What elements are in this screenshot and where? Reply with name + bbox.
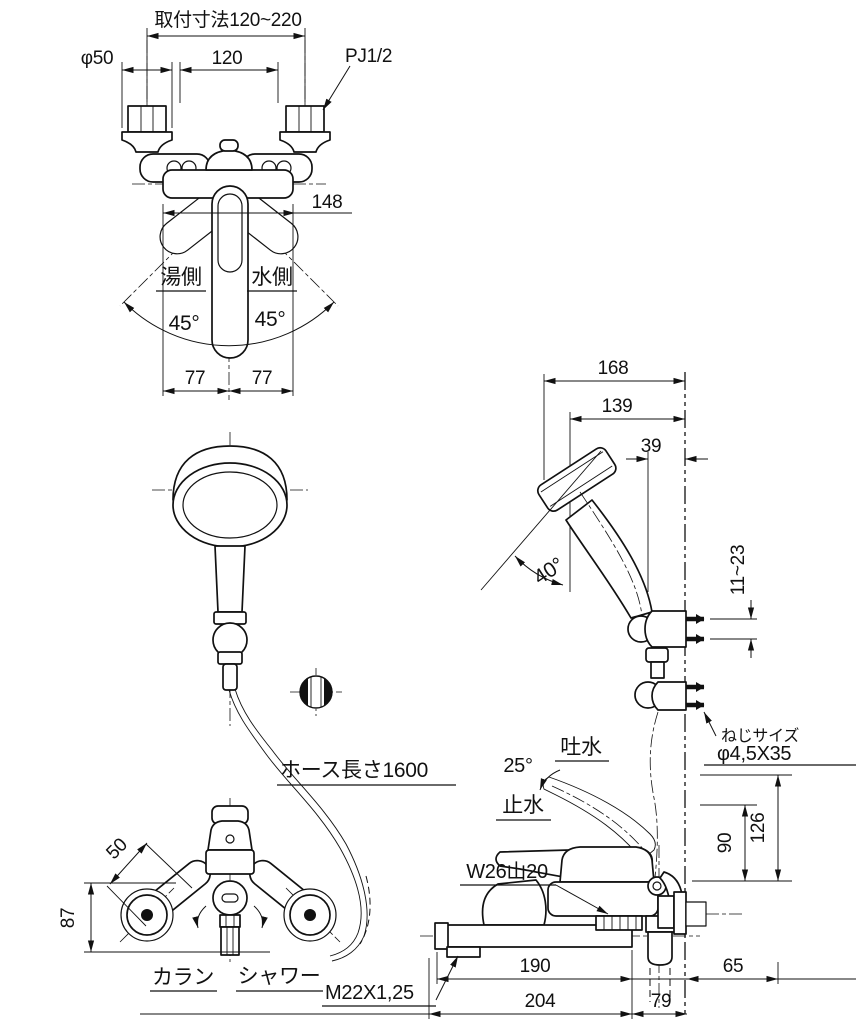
front-view-upper: 取付寸法120~220 φ50 120 PJ1/2 148 湯側 水側 45° … bbox=[81, 9, 392, 400]
label-close: 止水 bbox=[502, 794, 544, 817]
spout-boss bbox=[481, 879, 547, 926]
hook-bracket bbox=[651, 681, 687, 711]
rotate-arrow-left bbox=[192, 905, 207, 929]
spout-tip bbox=[434, 922, 449, 950]
left-flange bbox=[121, 131, 173, 153]
hose-phantom bbox=[359, 875, 371, 945]
shower-head-face-inner bbox=[182, 471, 278, 539]
knob-slot bbox=[221, 893, 239, 903]
dim-label-swing-right: 45° bbox=[255, 308, 286, 331]
swing-arrow-25 bbox=[539, 769, 561, 791]
shower-hose bbox=[228, 689, 362, 957]
dim-50 bbox=[109, 842, 148, 885]
leader-screw-size bbox=[703, 711, 717, 737]
shower-head-side-view: 168 139 39 40° bbox=[480, 358, 856, 1016]
rotate-arrow-right bbox=[253, 905, 268, 929]
shower-grip bbox=[214, 545, 246, 613]
mixer-body bbox=[205, 849, 255, 875]
lever-inner bbox=[217, 193, 243, 273]
dim-label-126: 126 bbox=[748, 813, 769, 844]
grip-axis bbox=[579, 491, 643, 617]
cartridge-housing bbox=[559, 846, 655, 883]
dim-label-39: 39 bbox=[641, 436, 662, 457]
label-shower: シャワー bbox=[238, 965, 321, 988]
hose-nut bbox=[595, 915, 643, 931]
dim-label-11-23: 11~23 bbox=[728, 545, 749, 595]
dome-knob bbox=[219, 139, 239, 152]
label-cold-side: 水側 bbox=[251, 266, 292, 289]
outlet-nut bbox=[219, 914, 241, 928]
right-inlet bbox=[304, 909, 316, 921]
label-screw-size-1: ねじサイズ bbox=[721, 727, 799, 745]
swing-arc bbox=[123, 301, 335, 347]
joint-nut bbox=[217, 651, 243, 665]
dim-label-25deg: 25° bbox=[503, 755, 532, 777]
spout-outlet bbox=[220, 926, 240, 956]
label-spout: カラン bbox=[152, 966, 214, 989]
label-hose-thread: W26山20 bbox=[466, 860, 548, 883]
inlet-flange bbox=[673, 891, 687, 935]
shower-elbow bbox=[647, 931, 673, 966]
leader-hose-thread bbox=[555, 884, 609, 915]
mixer-side-view: 25° 吐水 止水 W26山20 M22X1,25 90 126 190 65 … bbox=[140, 736, 856, 1019]
label-screw-size-2: φ4,5X35 bbox=[717, 743, 791, 765]
shower-head-front-view: ホース長さ1600 bbox=[152, 432, 456, 962]
hose-nipple bbox=[222, 663, 238, 691]
leader-thread-pj bbox=[322, 65, 351, 111]
dim-label-mount-range: 取付寸法120~220 bbox=[154, 9, 301, 31]
dim-label-65: 65 bbox=[723, 956, 744, 977]
angle-arc-40 bbox=[514, 555, 564, 586]
aerator bbox=[446, 946, 481, 958]
label-open: 吐水 bbox=[560, 736, 602, 759]
label-thread-pj: PJ1/2 bbox=[345, 46, 392, 67]
dim-label-center-dist: 120 bbox=[212, 48, 243, 69]
dim-label-flange-dia: φ50 bbox=[81, 48, 114, 69]
dim-label-body-width: 148 bbox=[312, 192, 343, 213]
dim-label-204: 204 bbox=[525, 991, 557, 1012]
left-inlet bbox=[141, 909, 153, 921]
dim-label-190: 190 bbox=[520, 956, 551, 977]
left-nut bbox=[127, 105, 167, 133]
label-hot-side: 湯側 bbox=[160, 266, 201, 289]
dim-label-139: 139 bbox=[602, 396, 633, 417]
wall-nut bbox=[685, 901, 707, 927]
label-hose-length: ホース長さ1600 bbox=[280, 759, 428, 782]
dim-label-79: 79 bbox=[651, 991, 672, 1012]
right-nut bbox=[285, 105, 325, 133]
grip-end bbox=[645, 647, 669, 663]
right-flange bbox=[279, 131, 331, 153]
grip-nipple bbox=[650, 661, 665, 679]
mixer-front-view: 87 50 カラン シャワー bbox=[58, 798, 341, 992]
set-screw bbox=[225, 834, 235, 844]
dim-label-half-right: 77 bbox=[252, 368, 273, 389]
inlet-pipe bbox=[657, 895, 675, 929]
dim-label-swing-left: 45° bbox=[169, 312, 200, 335]
dim-label-87: 87 bbox=[58, 908, 79, 929]
hose-cross-section bbox=[290, 668, 342, 716]
hose-hang-phantom bbox=[649, 711, 659, 933]
label-spout-thread: M22X1,25 bbox=[325, 982, 414, 1004]
dim-label-half-left: 77 bbox=[185, 368, 206, 389]
dim-label-168: 168 bbox=[598, 358, 629, 379]
hanger-bracket bbox=[644, 610, 687, 648]
dim-label-90: 90 bbox=[715, 833, 736, 854]
